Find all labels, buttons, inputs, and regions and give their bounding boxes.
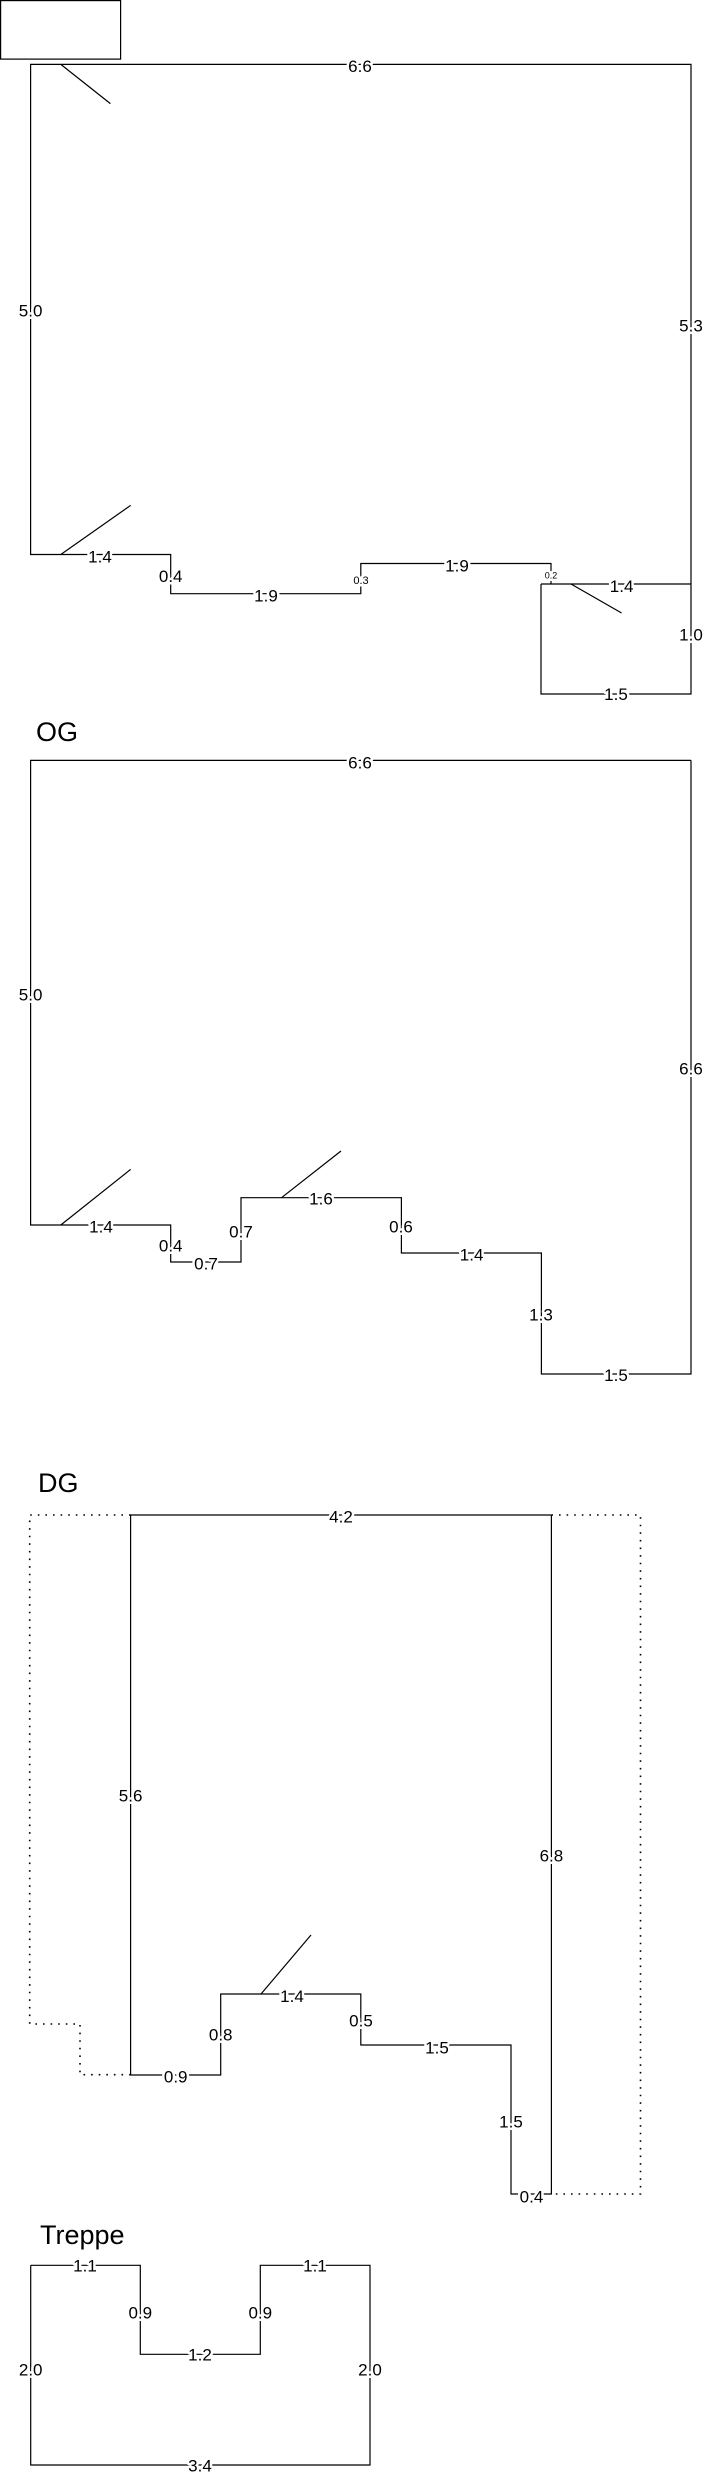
dimension-label: 1.3 [529, 1306, 553, 1325]
floor-title: OG [36, 717, 78, 747]
door-swing [60, 1168, 131, 1226]
dimension-label: 1.1 [73, 2257, 97, 2276]
dimension-label: 1.0 [679, 626, 703, 645]
dimension-label: 0.9 [128, 2304, 152, 2323]
floor-title: DG [38, 1468, 79, 1498]
dimension-label: 1.4 [280, 1987, 304, 2006]
floor-plan-dg: DG 4.2 5.6 6.8 0.9 0.8 1.4 0.5 1.5 1.5 0… [28, 1468, 642, 2209]
floor-plan-treppe: Treppe 1.1 1.1 0.9 0.9 1.2 2.0 2.0 3.4 [16, 2220, 384, 2478]
dimension-label: 1.5 [604, 1366, 628, 1385]
roof-outline-right [551, 1514, 642, 2195]
dimension-label: 1.2 [188, 2346, 212, 2365]
dimension-label: 2.0 [19, 2361, 43, 2380]
dimension-label: 5.0 [19, 986, 43, 1005]
dimension-label: 0.7 [229, 1223, 253, 1242]
door-swing [260, 1934, 312, 1995]
dimension-label: 6.6 [348, 57, 372, 76]
dimension-label: 0.9 [248, 2304, 272, 2323]
dimension-label: 1.5 [425, 2039, 449, 2058]
legend-box [0, 0, 122, 60]
dimension-label: 1.9 [445, 557, 469, 576]
dimension-label: 0.6 [389, 1218, 413, 1237]
dimension-label: 0.8 [209, 2026, 233, 2045]
door-swing [60, 504, 131, 555]
dimension-label: 1.5 [499, 2113, 523, 2132]
dimension-label: 1.4 [89, 1218, 113, 1237]
door-swing [570, 583, 622, 614]
dimension-label: 1.4 [88, 548, 112, 567]
dimension-label: 1.5 [604, 685, 628, 704]
dimension-label: 4.2 [329, 1508, 353, 1527]
wall-outline [30, 2264, 371, 2466]
wall-outline [30, 759, 692, 1375]
dimension-label: 0.4 [159, 567, 183, 586]
door-swing [60, 63, 111, 105]
dimension-label: 1.4 [460, 1246, 484, 1265]
dimension-label: 5.3 [679, 317, 703, 336]
dimension-label: 5.6 [119, 1787, 143, 1806]
dimension-label: 6.8 [540, 1847, 564, 1866]
dimension-label: 5.0 [19, 302, 43, 321]
dimension-label: 1.1 [303, 2257, 327, 2276]
door-swing [281, 1150, 342, 1199]
dimension-label: 6.6 [348, 754, 372, 773]
floor-title: Treppe [40, 2220, 125, 2250]
roof-outline-left [28, 1514, 131, 2076]
dimension-label: 0.9 [164, 2068, 188, 2087]
wall-outline-annex [540, 583, 692, 695]
dimension-label: 1.4 [610, 577, 634, 596]
dimension-label: 6.6 [679, 1060, 703, 1079]
dimension-label: 0.7 [194, 1255, 218, 1274]
dimension-label: 3.4 [188, 2457, 212, 2476]
dimension-label: 1.6 [309, 1190, 333, 1209]
floor-plan-og: OG 6.6 5.0 6.6 1.4 0.4 0.7 0.7 1.6 0.6 1… [16, 717, 705, 1388]
wall-outline [30, 63, 692, 595]
floor-plan-eg: 6.6 5.0 5.3 1.4 0.4 1.9 0.3 1.9 0.2 1.4 … [0, 0, 705, 707]
dimension-label: 0.4 [520, 2188, 544, 2207]
dimension-label: 0.2 [545, 571, 558, 581]
dimension-label: 0.4 [159, 1237, 183, 1256]
dimension-label: 2.0 [358, 2361, 382, 2380]
dimension-label: 0.5 [349, 2012, 373, 2031]
wall-outline [130, 1514, 553, 2195]
dimension-label: 0.3 [353, 575, 368, 587]
dimension-label: 1.9 [254, 587, 278, 606]
